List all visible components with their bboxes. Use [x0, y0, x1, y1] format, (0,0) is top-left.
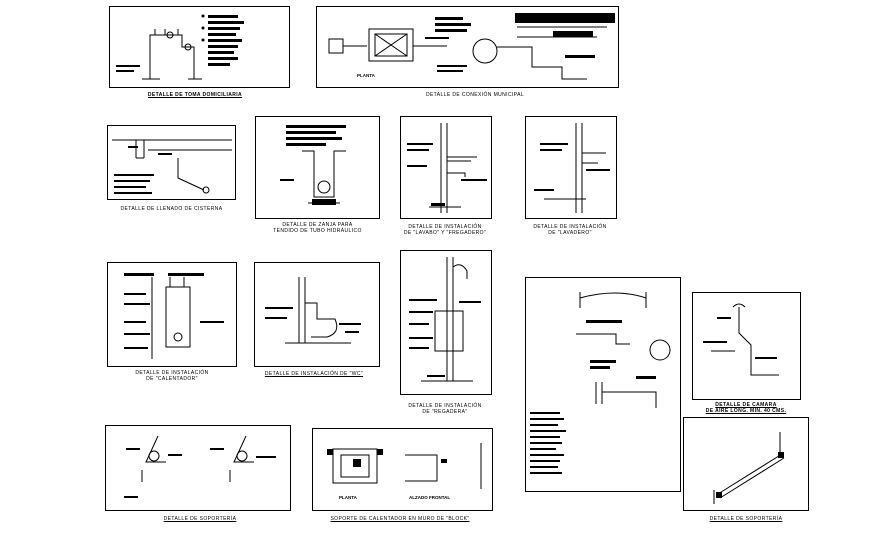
caption-lavadero-2: DE "LAVADERO" — [548, 230, 592, 236]
lavabo-fregadero-drawing — [407, 123, 487, 213]
detail-toma-domiciliaria — [109, 6, 290, 88]
caption-soporte-calentador: SOPORTE DE CALENTADOR EN MURO DE "BLOCK" — [330, 516, 470, 522]
caption-zanja-2: TENDIDO DE TUBO HIDRÁULICO — [273, 228, 362, 234]
toma-domiciliaria-drawing — [116, 14, 244, 80]
lavadero-drawing — [534, 123, 610, 213]
detail-soporte-calentador: PLANTA ALZADO FRONTAL — [312, 428, 493, 511]
caption-regadera-2: DE "REGADERA" — [422, 409, 468, 415]
llenado-cisterna-drawing — [112, 139, 232, 194]
regadera-drawing — [409, 257, 481, 382]
caption-calentador-1: DETALLE DE INSTALACIÓN — [135, 370, 209, 376]
caption-soporteria-right: DETALLE DE SOPORTERÍA — [709, 516, 783, 522]
caption-zanja-1: DETALLE DE ZANJA PARA — [282, 222, 353, 228]
caption-camara-2: DE AIRE LONG. MIN. 40 CMS. — [705, 408, 787, 414]
detail-camara-aire — [692, 292, 801, 400]
detail-wc — [254, 262, 380, 367]
detail-calentador — [107, 262, 237, 367]
caption-toma-domiciliaria: DETALLE DE TOMA DOMICILIARIA — [147, 92, 243, 98]
label-planta-soporte: PLANTA — [339, 495, 358, 500]
detail-lavabo-fregadero — [400, 116, 492, 219]
detail-conexion-municipal: PLANTA — [316, 6, 619, 88]
soporte-calentador-drawing: PLANTA ALZADO FRONTAL — [327, 443, 482, 500]
wc-drawing — [265, 277, 361, 344]
caption-llenado-cisterna: DETALLE DE LLENADO DE CISTERNA — [120, 206, 223, 212]
detail-lavadero — [525, 116, 617, 219]
caption-lavabo-2: DE "LAVABO" Y "FREGADERO" — [403, 230, 487, 236]
large-combined-drawing — [530, 292, 671, 474]
label-alzado-frontal: ALZADO FRONTAL — [409, 495, 450, 500]
caption-soporteria-left: DETALLE DE SOPORTERÍA — [163, 516, 237, 522]
zanja-drawing — [280, 125, 346, 205]
calentador-drawing — [124, 273, 224, 359]
detail-large-combined — [525, 277, 681, 492]
caption-lavadero-1: DETALLE DE INSTALACIÓN — [533, 224, 607, 230]
conexion-municipal-drawing: PLANTA — [328, 13, 615, 80]
caption-conexion-municipal: DETALLE DE CONEXIÓN MUNICIPAL — [425, 92, 525, 98]
detail-zanja — [255, 116, 380, 219]
camara-aire-drawing — [703, 303, 779, 376]
caption-wc: DETALLE DE INSTALACIÓN DE "WC" — [264, 371, 364, 377]
detail-soporteria-right — [683, 417, 809, 511]
caption-lavabo-1: DETALLE DE INSTALACIÓN — [408, 224, 482, 230]
caption-calentador-2: DE "CALENTADOR" — [146, 376, 198, 382]
detail-regadera — [400, 250, 492, 395]
detail-llenado-cisterna — [107, 125, 236, 200]
caption-camara-1: DETALLE DE CAMARA — [715, 402, 777, 408]
caption-regadera-1: DETALLE DE INSTALACIÓN — [408, 403, 482, 409]
soporteria-left-drawing — [124, 435, 276, 498]
soporteria-right-drawing — [713, 432, 785, 504]
label-planta: PLANTA — [357, 73, 376, 78]
detail-soporteria-left — [105, 425, 291, 511]
